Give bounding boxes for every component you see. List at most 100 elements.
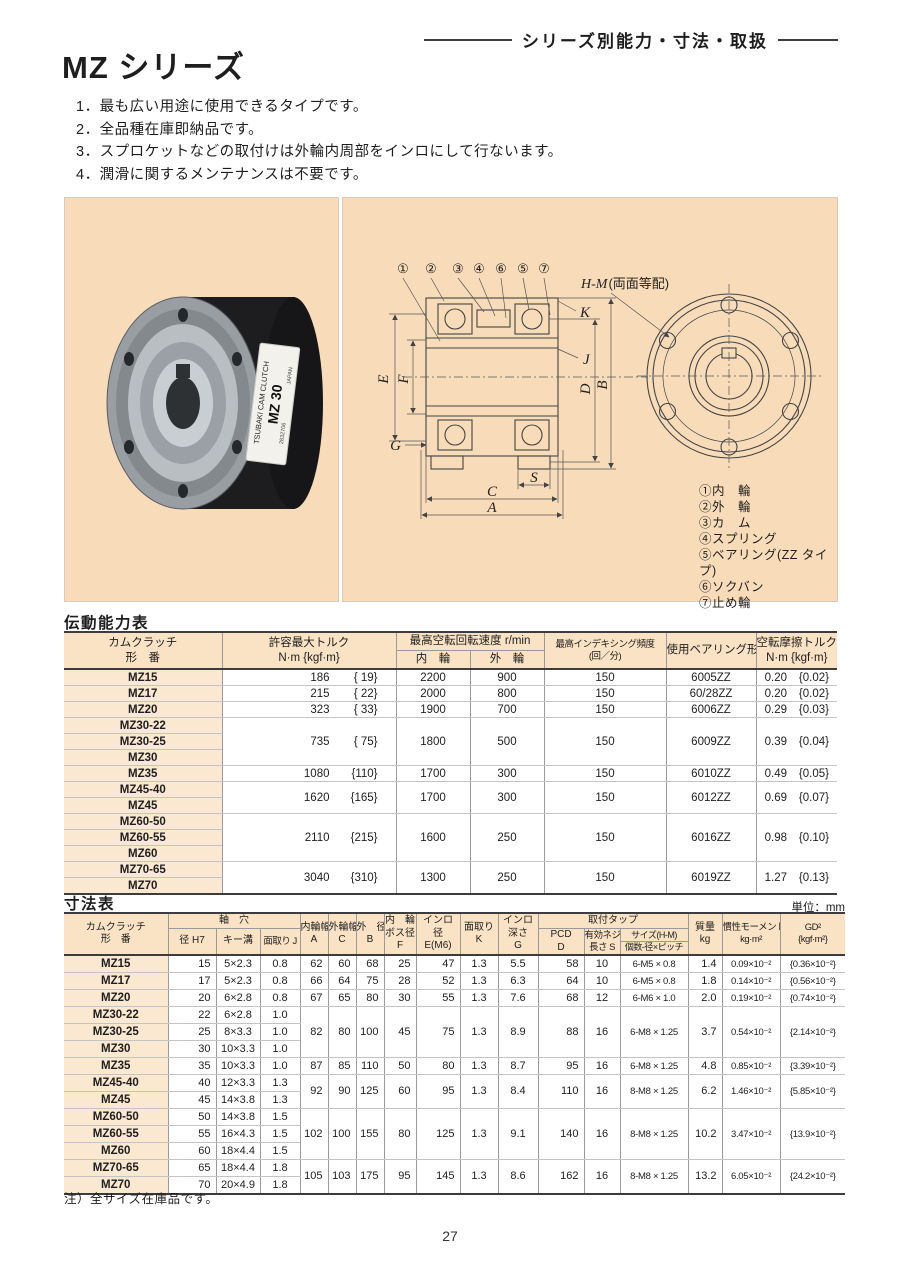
gd2-cell: {0.74×10⁻²} (779, 989, 846, 1007)
C-cell: 103 (327, 1159, 357, 1195)
keyway-cell: 12×3.3 (215, 1074, 261, 1092)
model-cell: MZ45-40 (64, 1074, 169, 1092)
mass-cell: 13.2 (687, 1159, 723, 1195)
model-cell: MZ30 (64, 749, 222, 766)
C-cell: 85 (327, 1057, 357, 1075)
gd2-cell: {5.85×10⁻²} (779, 1074, 846, 1109)
model-cell: MZ70 (64, 877, 222, 895)
drag-cell: 0.29{0.03} (755, 701, 837, 718)
torque-kgf: {310} (350, 871, 378, 884)
drag-kgf: {0.02} (798, 671, 829, 684)
torque-pair: 186{ 19} (223, 671, 395, 685)
K-cell: 1.3 (459, 954, 499, 973)
col-header-bearing: 使用ベアリング形番 (665, 631, 757, 670)
B-cell: 155 (355, 1108, 385, 1160)
drag-kgf: {0.02} (798, 687, 829, 700)
F-cell: 60 (383, 1074, 417, 1109)
K-cell: 1.3 (459, 1108, 499, 1160)
inertia-cell: 1.46×10⁻² (721, 1074, 781, 1109)
feature-item: 2．全品種在庫即納品です。 (76, 121, 264, 138)
torque-kgf: { 22} (353, 687, 378, 700)
inertia-cell: 0.14×10⁻² (721, 972, 781, 990)
drag-cell: 1.27{0.13} (755, 861, 837, 895)
dim-label-J: J (583, 352, 591, 368)
model-cell: MZ60-50 (64, 813, 223, 830)
chamfer-cell: 1.3 (259, 1091, 301, 1109)
inertia-cell: 6.05×10⁻² (721, 1159, 781, 1195)
A-cell: 105 (299, 1159, 329, 1195)
col-header-indexing: 最高インデキシング頻度(回／分) (543, 631, 667, 670)
torque-nm: 1080 (303, 767, 330, 780)
clutch-body: TSUBAKI CAM CLUTCH MZ 30 2832706 JAPAN (106, 296, 323, 510)
model-cell: MZ45 (64, 797, 222, 814)
outer-speed-cell: 250 (469, 861, 545, 895)
col-header-model: カムクラッチ形 番 (64, 631, 223, 670)
gd2-cell: {3.39×10⁻²} (779, 1057, 846, 1075)
outer-speed-cell: 300 (469, 781, 545, 814)
col-header-chamfer: 面取り J (259, 928, 301, 956)
torque-kgf: { 33} (353, 703, 378, 716)
feature-item: 3．スプロケットなどの取付けは外輪内周部をインロにして行ないます。 (76, 144, 563, 160)
footnote: 注）全サイズ在庫品です。 (64, 1192, 219, 1206)
C-cell: 100 (327, 1108, 357, 1160)
S-cell: 16 (583, 1057, 621, 1075)
torque-kgf: { 75} (353, 735, 378, 748)
chamfer-cell: 1.0 (259, 1006, 301, 1024)
dimension-table-title: 寸法表 (64, 896, 116, 913)
bore-cell: 22 (167, 1006, 217, 1024)
C-cell: 90 (327, 1074, 357, 1109)
gd2-cell: {24.2×10⁻²} (779, 1159, 846, 1195)
legend-item: ①内 輪 (699, 484, 752, 498)
S-cell: 10 (583, 972, 621, 990)
drag-pair: 0.20{0.02} (757, 671, 837, 685)
K-cell: 1.3 (459, 1159, 499, 1195)
bore-cell: 60 (167, 1142, 217, 1160)
callout-2: ② (425, 261, 437, 276)
E-cell: 145 (415, 1159, 461, 1195)
drag-kgf: {0.05} (798, 767, 829, 780)
torque-pair: 1620{165} (223, 791, 395, 805)
pcd-cell: 110 (537, 1074, 585, 1109)
chamfer-cell: 0.8 (259, 954, 301, 973)
torque-nm: 323 (310, 703, 330, 716)
B-cell: 110 (355, 1057, 385, 1075)
torque-pair: 2110{215} (223, 831, 395, 845)
inertia-cell: 0.09×10⁻² (721, 954, 781, 973)
model-cell: MZ70 (64, 1176, 169, 1195)
keyway-cell: 18×4.4 (215, 1159, 261, 1177)
model-cell: MZ60 (64, 845, 222, 862)
torque-nm: 3040 (303, 871, 330, 884)
inner-speed-cell: 2200 (395, 668, 471, 686)
bearing-cell: 6019ZZ (665, 861, 757, 895)
col-header-size: サイズ(H-M)個数-径×ピッチ (619, 928, 689, 956)
S-cell: 16 (583, 1074, 621, 1109)
callout-7: ⑦ (538, 261, 550, 276)
bearing-cell: 6005ZZ (665, 668, 757, 686)
label-country: JAPAN (286, 367, 294, 385)
model-cell: MZ60-50 (64, 1108, 169, 1126)
header-rule (778, 38, 838, 41)
product-photo-illustration: TSUBAKI CAM CLUTCH MZ 30 2832706 JAPAN (106, 296, 323, 510)
mass-cell: 3.7 (687, 1006, 723, 1058)
S-cell: 16 (583, 1159, 621, 1195)
drag-pair: 0.49{0.05} (757, 767, 837, 781)
drag-kgf: {0.04} (798, 735, 829, 748)
chamfer-cell: 1.5 (259, 1125, 301, 1143)
indexing-cell: 150 (543, 765, 667, 782)
drag-nm: 0.69 (764, 791, 787, 804)
dim-label-G: G (390, 438, 401, 454)
B-cell: 75 (355, 972, 385, 990)
col-header-outer: 外 輪 (469, 650, 544, 670)
